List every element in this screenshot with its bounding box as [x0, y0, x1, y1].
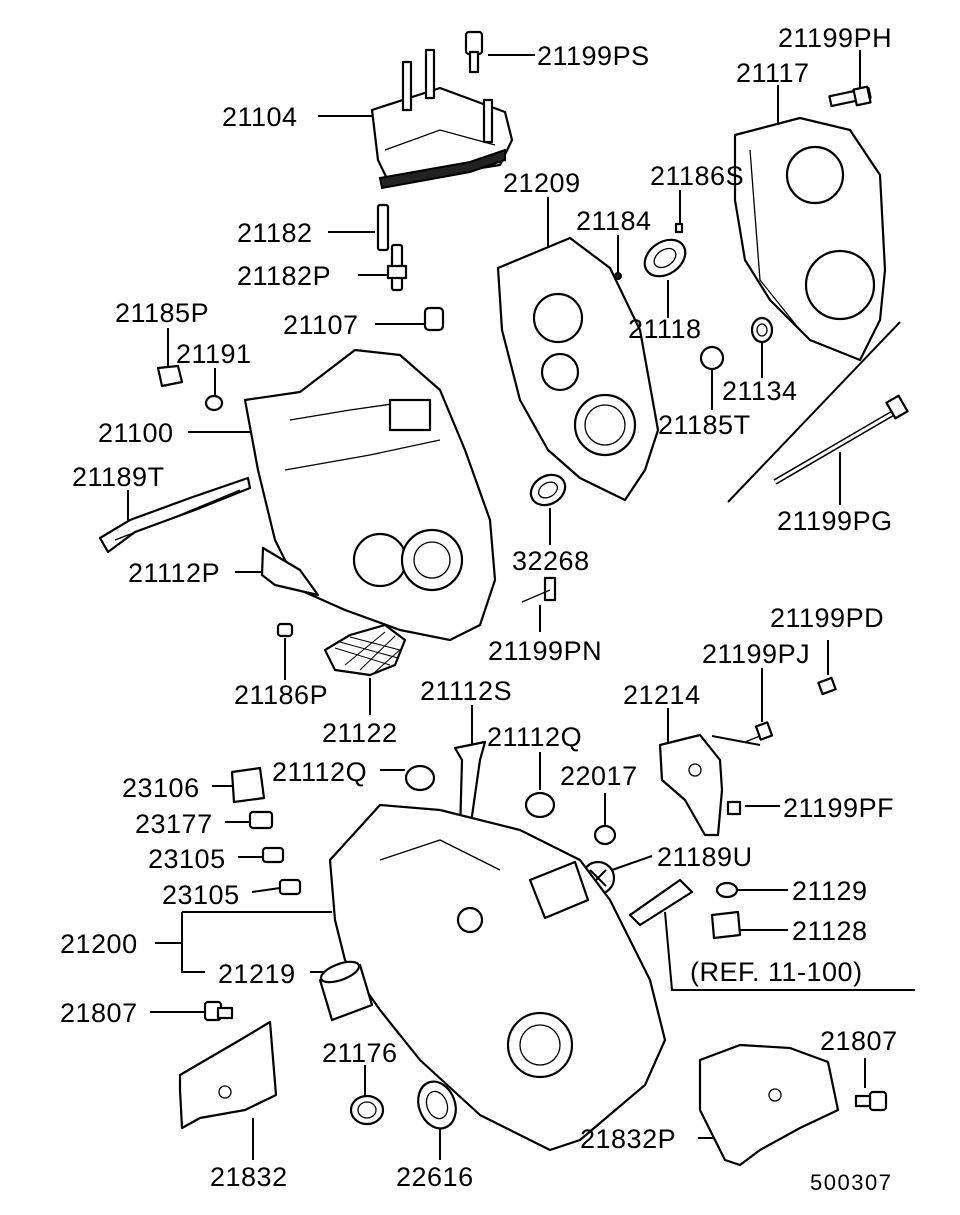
label-21186S: 21186S: [650, 161, 744, 191]
label-21118: 21118: [628, 314, 702, 344]
label-21185P: 21185P: [115, 298, 209, 328]
label-21807-right: 21807: [820, 1026, 898, 1056]
label-21185T: 21185T: [658, 410, 751, 440]
label-21112P: 21112P: [128, 558, 220, 588]
leader-lines: [127, 50, 915, 1160]
part-21199PG-bolt: [773, 394, 909, 485]
label-22616: 22616: [396, 1162, 474, 1192]
part-seals-lower: [349, 1080, 457, 1130]
label-21191: 21191: [176, 339, 252, 369]
label-21214: 21214: [623, 680, 701, 710]
label-21112S: 21112S: [420, 676, 512, 706]
part-21112P-plate: [260, 546, 320, 597]
label-23105-b: 23105: [162, 880, 240, 910]
part-21200-case: [328, 803, 667, 1152]
label-21189T: 21189T: [72, 462, 165, 492]
part-21186P-pin: [276, 622, 294, 638]
label-22017: 22017: [560, 761, 638, 791]
label-21199PH: 21199PH: [778, 23, 892, 53]
diagram-code: 500307: [810, 1170, 892, 1195]
part-21104-bracket: [370, 30, 514, 190]
label-21199PG: 21199PG: [777, 506, 893, 536]
label-21100: 21100: [98, 418, 174, 448]
label-21104: 21104: [222, 102, 298, 132]
part-21219-tube: [318, 960, 374, 1022]
label-21122: 21122: [322, 718, 398, 748]
label-21112Q-left: 21112Q: [272, 757, 367, 787]
part-21807-bolts: [203, 1000, 888, 1112]
label-21832: 21832: [210, 1162, 288, 1192]
label-21128: 21128: [792, 916, 868, 946]
label-21199PN: 21199PN: [488, 636, 602, 666]
label-21199PS: 21199PS: [537, 41, 650, 71]
label-21199PJ: 21199PJ: [702, 639, 810, 669]
label-21117: 21117: [736, 58, 810, 88]
label-21807-left: 21807: [60, 998, 138, 1028]
label-21219: 21219: [218, 959, 296, 989]
label-21182P: 21182P: [237, 261, 331, 291]
small-parts-upper: [156, 203, 774, 603]
label-21184: 21184: [576, 206, 652, 236]
label-21832P: 21832P: [580, 1124, 676, 1154]
part-labels: 21199PS 21104 21199PH 21117 21209 21186S…: [60, 23, 898, 1195]
label-21200: 21200: [60, 929, 138, 959]
part-21214-bracket: [658, 676, 837, 837]
label-23106: 23106: [122, 773, 200, 803]
label-23177: 23177: [135, 809, 213, 839]
part-21832P-bracket: [698, 1043, 840, 1167]
part-21117-cover: [733, 85, 887, 362]
label-21134: 21134: [722, 376, 798, 406]
label-21182: 21182: [237, 218, 313, 248]
label-21129: 21129: [792, 876, 868, 906]
label-21107: 21107: [283, 310, 359, 340]
label-21209: 21209: [503, 168, 581, 198]
part-21832-bracket: [178, 1020, 278, 1130]
label-21112Q-right: 21112Q: [487, 722, 582, 752]
label-21176: 21176: [322, 1038, 398, 1068]
label-23105-a: 23105: [148, 844, 226, 874]
label-21189U: 21189U: [657, 842, 753, 872]
part-21189T-plate: [98, 476, 252, 554]
label-21199PD: 21199PD: [770, 603, 884, 633]
part-21122-magnet: [323, 623, 407, 677]
part-21100-case: [243, 348, 497, 642]
label-21186P: 21186P: [234, 680, 328, 710]
label-ref-11-100: (REF. 11-100): [690, 957, 863, 987]
label-32268: 32268: [512, 546, 590, 576]
label-21199PF: 21199PF: [783, 793, 894, 823]
part-21209-case: [496, 236, 660, 502]
